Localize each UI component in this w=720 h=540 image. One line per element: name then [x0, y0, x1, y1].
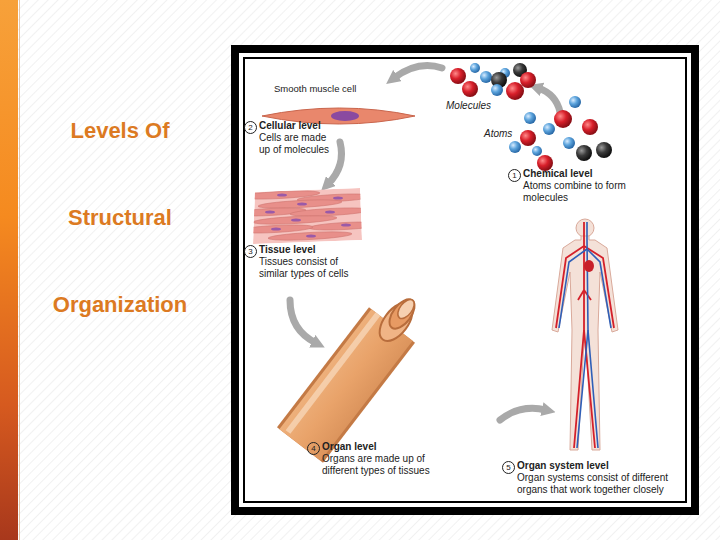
tissue-cell [258, 198, 342, 209]
artery [574, 222, 584, 448]
side-bar [0, 0, 18, 540]
level-description: Cells are made up of molecules [259, 132, 339, 156]
nucleus [297, 202, 307, 205]
vessel-ring [385, 295, 420, 333]
atom [576, 145, 592, 161]
atom [520, 130, 536, 146]
callout-number: 3 [244, 245, 257, 258]
atom [582, 119, 598, 135]
side-rule [19, 0, 20, 540]
atom [480, 71, 492, 83]
nucleus [333, 196, 343, 199]
vessel-wall [300, 325, 392, 445]
level-description: Atoms combine to form molecules [523, 180, 635, 204]
atom [470, 63, 480, 73]
nucleus [291, 218, 301, 221]
atom [506, 82, 524, 100]
nucleus [306, 234, 316, 237]
atom [532, 146, 542, 156]
atom [509, 141, 521, 153]
level-description: Tissues consist of similar types of cell… [259, 256, 369, 280]
atom [520, 72, 536, 88]
atom [596, 142, 612, 158]
curved-arrow [538, 88, 560, 112]
tissue-cell [268, 230, 352, 241]
nucleus [325, 210, 335, 213]
tissue-cell [309, 221, 381, 232]
atom [554, 110, 572, 128]
figure-head [576, 219, 594, 237]
vein [559, 249, 587, 328]
level-heading: Cellular level [259, 120, 321, 131]
atom [462, 81, 478, 97]
callout-number: 2 [244, 121, 257, 134]
atom [491, 84, 503, 96]
callout-number: 5 [502, 461, 515, 474]
curved-arrow [328, 142, 342, 184]
level-heading: Chemical level [523, 168, 592, 179]
vessel-lumen [395, 297, 418, 322]
atom [563, 137, 575, 149]
part-label: Atoms [484, 128, 512, 139]
muscle-tissue [234, 188, 381, 244]
blood-vessel-organ [288, 295, 419, 445]
figure-body [552, 236, 618, 450]
vessel-shadow [300, 325, 392, 445]
level-heading: Organ system level [517, 460, 609, 471]
part-label: Molecules [446, 100, 491, 111]
human-figure [552, 219, 618, 450]
atom [543, 123, 555, 135]
curved-arrow [290, 300, 316, 343]
nucleus [265, 210, 275, 213]
level-heading: Tissue level [259, 244, 316, 255]
callout-number: 4 [307, 442, 320, 455]
vessel-highlight [288, 314, 378, 432]
atom [524, 112, 536, 124]
nucleus [271, 227, 281, 230]
atom [569, 96, 581, 108]
veins [559, 222, 611, 448]
nucleus [341, 223, 351, 226]
cell-nucleus [331, 111, 359, 121]
arteries [556, 222, 614, 448]
vein [577, 330, 588, 448]
curved-arrow [500, 408, 546, 420]
part-label: Smooth muscle cell [274, 83, 356, 94]
level-heading: Organ level [322, 441, 376, 452]
tissue-cells [234, 189, 381, 241]
callout-number: 1 [508, 169, 521, 182]
nucleus [277, 193, 287, 196]
curved-arrow [394, 66, 442, 78]
vein [587, 222, 598, 448]
level-description: Organs are made up of different types of… [322, 453, 452, 477]
figure-heart [584, 260, 594, 272]
atoms [509, 96, 612, 171]
slide-title: Levels Of Structural Organization [20, 87, 220, 348]
level-description: Organ systems consist of different organ… [517, 472, 685, 496]
tissue-nuclei [265, 193, 351, 237]
artery [578, 290, 591, 300]
atom [450, 68, 466, 84]
molecules [450, 63, 536, 100]
title-text: Levels Of Structural Organization [53, 87, 187, 348]
